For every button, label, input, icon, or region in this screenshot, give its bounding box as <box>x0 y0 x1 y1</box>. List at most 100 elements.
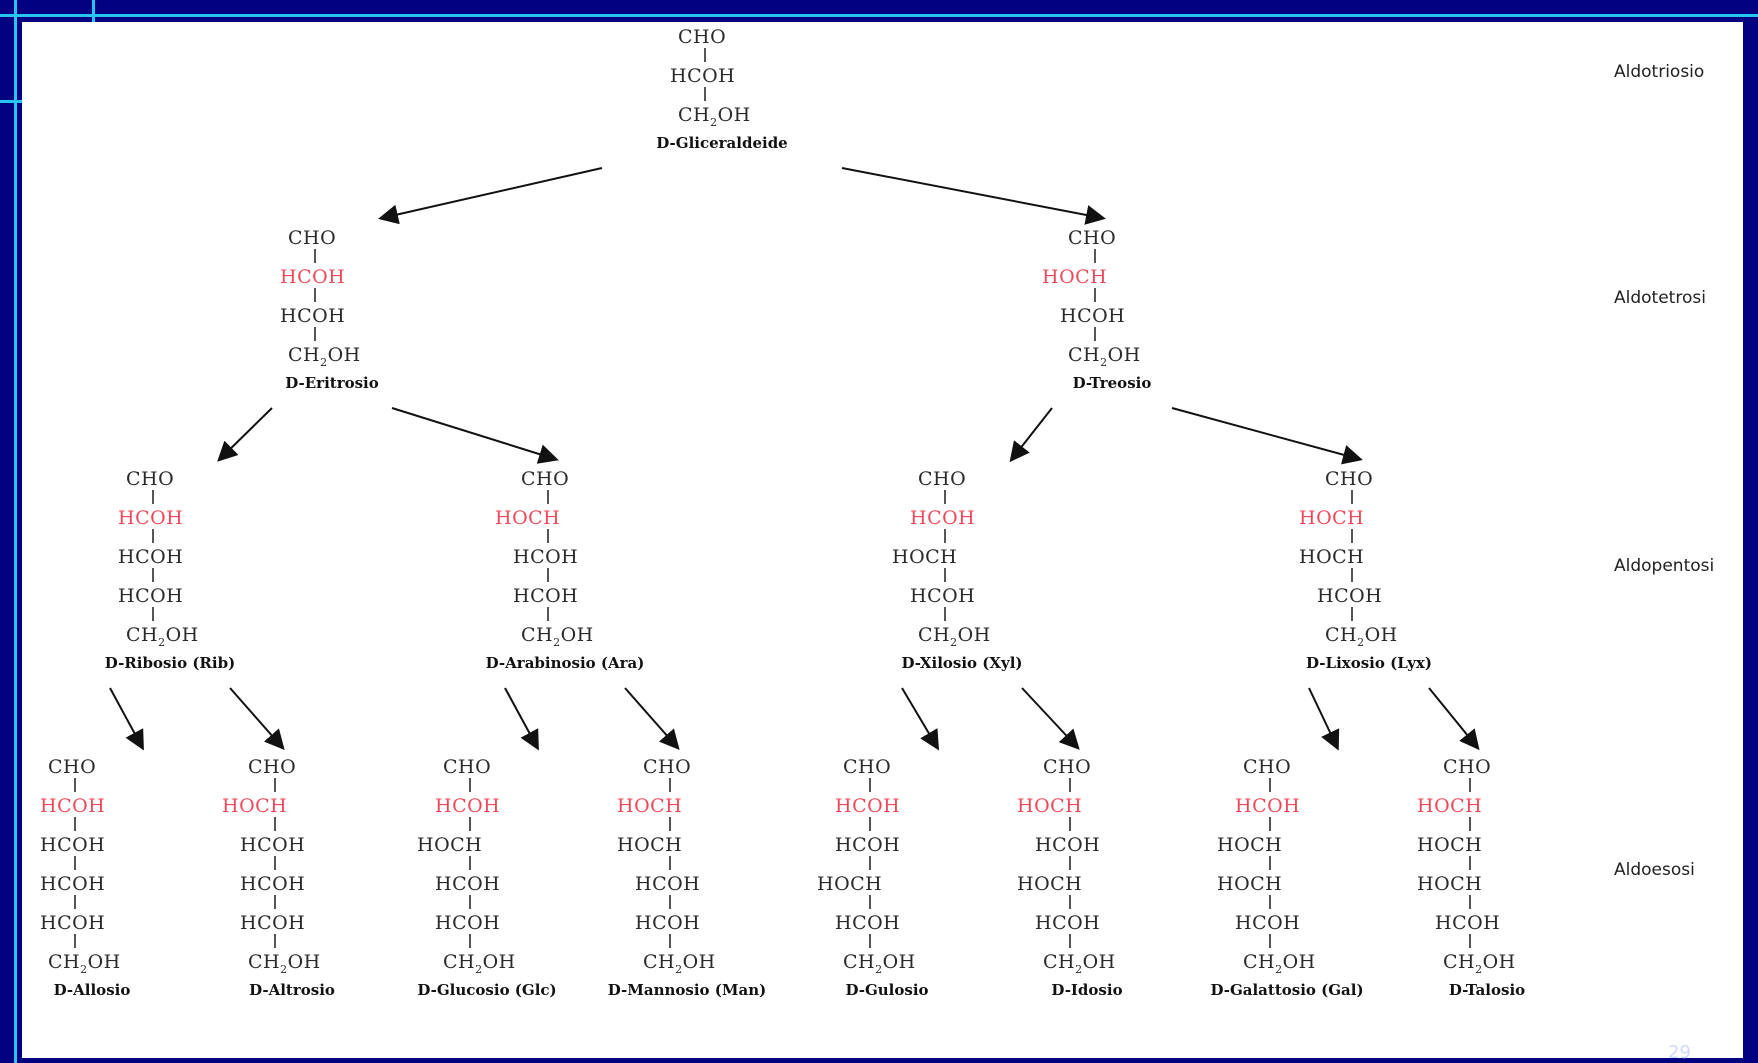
carbon-group: CHO <box>918 468 967 490</box>
carbon-group: CHO <box>48 756 97 778</box>
carbon-group: HOCH <box>1042 266 1108 288</box>
bond-line <box>314 249 316 263</box>
bond-line <box>669 856 671 870</box>
molecule-name: D-Galattosio (Gal) <box>1210 981 1364 999</box>
carbon-group: HCOH <box>1235 912 1301 934</box>
carbon-group: CH2OH <box>248 951 321 976</box>
carbon-group: HCOH <box>40 795 106 817</box>
carbon-group: HOCH <box>1417 795 1483 817</box>
bond-line <box>869 817 871 831</box>
derivation-arrow <box>1428 687 1480 751</box>
bond-line <box>1351 568 1353 582</box>
level-label-tetroses: Aldotetrosi <box>1614 288 1706 308</box>
bond-line <box>1094 327 1096 341</box>
bond-line <box>152 607 154 621</box>
carbon-group: CHO <box>643 756 692 778</box>
carbon-group: CHO <box>1243 756 1292 778</box>
molecule-name: D-Xilosio (Xyl) <box>901 654 1023 672</box>
carbon-group: HCOH <box>513 585 579 607</box>
bond-line <box>274 856 276 870</box>
bond-line <box>274 895 276 909</box>
bond-line <box>74 817 76 831</box>
carbon-group: HCOH <box>280 266 346 288</box>
bond-line <box>1269 856 1271 870</box>
derivation-arrow <box>841 167 1106 225</box>
carbon-group: CH2OH <box>643 951 716 976</box>
molecule-name: D-Lixosio (Lyx) <box>1306 654 1432 672</box>
carbon-group: HCOH <box>240 912 306 934</box>
derivation-arrow <box>217 407 273 462</box>
carbon-group: CHO <box>678 26 727 48</box>
carbon-group: HOCH <box>417 834 483 856</box>
carbon-group: HCOH <box>635 873 701 895</box>
bond-line <box>704 48 706 62</box>
carbon-group: HOCH <box>1417 873 1483 895</box>
molecule-name: D-Glucosio (Glc) <box>417 981 557 999</box>
derivation-arrow <box>1009 407 1053 463</box>
carbon-group: HCOH <box>910 507 976 529</box>
bond-line <box>1469 895 1471 909</box>
bond-line <box>1069 934 1071 948</box>
carbon-group: CH2OH <box>1043 951 1116 976</box>
bond-line <box>1069 856 1071 870</box>
carbon-group: HCOH <box>118 507 184 529</box>
carbon-group: CH2OH <box>918 624 991 649</box>
carbon-group: CH2OH <box>1243 951 1316 976</box>
carbon-group: CH2OH <box>48 951 121 976</box>
carbon-group: CHO <box>1043 756 1092 778</box>
carbon-group: CHO <box>843 756 892 778</box>
molecule-name: D-Arabinosio (Ara) <box>485 654 645 672</box>
bond-line <box>704 87 706 101</box>
bond-line <box>1269 817 1271 831</box>
bond-line <box>669 778 671 792</box>
bond-line <box>944 490 946 504</box>
bond-line <box>314 288 316 302</box>
derivation-arrow <box>1021 687 1080 750</box>
level-label-hexoses: Aldoesosi <box>1614 860 1695 880</box>
bond-line <box>869 778 871 792</box>
bond-line <box>669 817 671 831</box>
bond-line <box>469 778 471 792</box>
bond-line <box>1094 288 1096 302</box>
carbon-group: CHO <box>1068 227 1117 249</box>
carbon-group: CHO <box>1443 756 1492 778</box>
carbon-group: HOCH <box>1417 834 1483 856</box>
carbon-group: HCOH <box>835 912 901 934</box>
level-label-pentoses: Aldopentosi <box>1614 556 1715 576</box>
bond-line <box>1269 934 1271 948</box>
carbon-group: HCOH <box>835 834 901 856</box>
bond-line <box>1094 249 1096 263</box>
bond-line <box>1469 817 1471 831</box>
carbon-group: HOCH <box>892 546 958 568</box>
carbon-group: HCOH <box>40 873 106 895</box>
molecule-name: D-Allosio <box>53 981 131 999</box>
carbon-group: HCOH <box>1235 795 1301 817</box>
bond-line <box>1351 490 1353 504</box>
level-label-trioses: Aldotriosio <box>1614 62 1705 82</box>
carbon-group: HOCH <box>1299 507 1365 529</box>
page-number: 29 <box>1668 1042 1691 1063</box>
bond-line <box>274 934 276 948</box>
carbon-group: CHO <box>126 468 175 490</box>
carbon-group: CHO <box>288 227 337 249</box>
bond-line <box>547 568 549 582</box>
carbon-group: CH2OH <box>678 104 751 129</box>
carbon-group: CH2OH <box>443 951 516 976</box>
carbon-group: HCOH <box>1035 912 1101 934</box>
bond-line <box>314 327 316 341</box>
molecule-name: D-Idosio <box>1051 981 1123 999</box>
carbon-group: HOCH <box>1017 873 1083 895</box>
derivation-arrow <box>624 687 680 751</box>
carbon-group: HOCH <box>1217 834 1283 856</box>
bond-line <box>1469 778 1471 792</box>
carbon-group: HCOH <box>40 834 106 856</box>
carbon-group: CH2OH <box>288 344 361 369</box>
bond-line <box>547 529 549 543</box>
carbon-group: HCOH <box>635 912 701 934</box>
frame-left-tick <box>92 0 95 22</box>
derivation-arrow <box>901 687 940 751</box>
molecule-name: D-Gliceraldeide <box>656 134 788 152</box>
molecule-name: D-Talosio <box>1448 981 1526 999</box>
bond-line <box>74 856 76 870</box>
